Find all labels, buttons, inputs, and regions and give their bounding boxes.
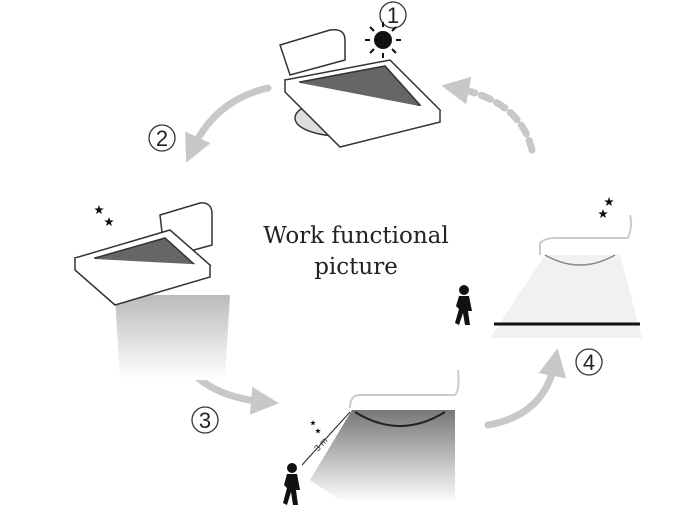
svg-text:1: 1 — [387, 3, 399, 28]
step-1-badge: 1 — [379, 1, 407, 29]
star-icon — [310, 420, 316, 426]
star-icon — [315, 428, 321, 434]
star-icon — [94, 205, 104, 215]
star-icon — [604, 197, 614, 207]
solar-lamp-day — [279, 28, 442, 148]
solar-lamp-night-idle — [73, 202, 230, 380]
moon-stars-icon — [598, 192, 653, 222]
svg-text:3: 3 — [199, 408, 211, 433]
solar-lamp-bright — [490, 214, 642, 338]
arrow-4-to-1-dashed — [441, 76, 536, 154]
sun-icon — [365, 22, 401, 58]
step-2-badge: 2 — [148, 124, 176, 152]
moon-stars-icon — [293, 418, 321, 438]
svg-text:4: 4 — [583, 350, 595, 375]
moon-stars-icon — [68, 200, 114, 228]
person-icon — [283, 463, 300, 505]
step-4-badge: 4 — [575, 348, 603, 376]
arrow-3-to-4 — [484, 348, 567, 429]
title-line-2: picture — [314, 254, 398, 280]
solar-lamp-motion-detected: 3 m — [301, 369, 460, 500]
star-icon — [598, 209, 608, 219]
star-icon — [104, 217, 114, 227]
svg-text:2: 2 — [156, 126, 168, 151]
person-icon — [455, 285, 472, 325]
arrow-1-to-2 — [185, 84, 272, 163]
step-3-badge: 3 — [191, 406, 219, 434]
title-line-1: Work functional — [263, 223, 449, 249]
